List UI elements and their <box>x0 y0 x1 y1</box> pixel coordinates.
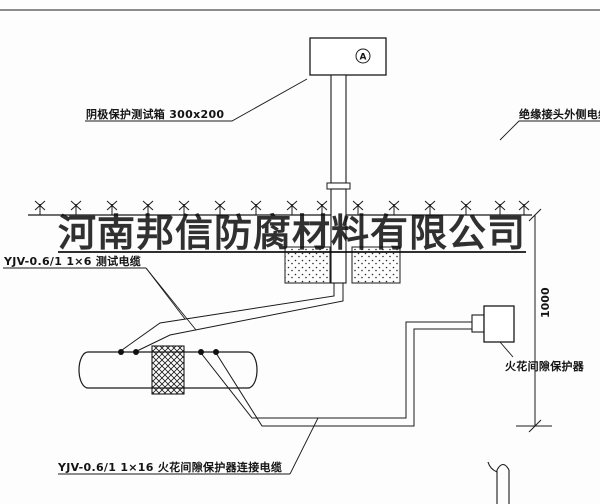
test-box-leader <box>85 78 308 122</box>
spark-gap-label-leader <box>499 341 514 358</box>
connection-cable-leader <box>289 417 319 475</box>
test-cable-1 <box>121 283 335 351</box>
concrete-block-right <box>351 246 401 284</box>
concrete-block-left <box>284 246 331 284</box>
label-test-box: 阴极保护测试箱 300x200 <box>86 108 225 121</box>
test-post-upper <box>330 74 347 184</box>
ammeter-circle <box>355 48 371 64</box>
ammeter-letter: A <box>360 53 367 63</box>
outer-cable-leader <box>499 120 600 141</box>
cable-terminals <box>118 349 219 355</box>
pipeline <box>78 345 258 395</box>
label-connection-cable: YJV-0.6/1 1×16 火花间隙保护器连接电缆 <box>58 461 283 474</box>
test-cable-leader-2 <box>145 267 197 331</box>
label-spark-gap-protector: 火花间隙保护器 <box>505 360 585 373</box>
protector-cable-1 <box>200 321 472 419</box>
watermark: 河南邦信防腐材料有限公司 <box>58 210 527 255</box>
test-cable-2 <box>136 283 344 352</box>
protector-cable-2 <box>215 328 472 427</box>
label-leaders <box>3 78 600 475</box>
label-test-cable: YJV-0.6/1 1×6 测试电缆 <box>4 255 142 268</box>
pipe-left-cap <box>78 351 89 389</box>
test-post-lower <box>330 188 347 284</box>
post-coupling <box>326 182 351 190</box>
spark-gap-protector <box>471 305 515 358</box>
insulating-joint-hatch <box>151 345 185 395</box>
pipe-right-cap <box>247 351 258 389</box>
label-outer-cable: 绝缘接头外侧电缆 <box>519 108 600 121</box>
test-box <box>309 37 387 76</box>
dimension-text: 1000 <box>539 287 552 318</box>
pipe-riser-symbol <box>487 461 510 504</box>
dimension-1000: 1000 <box>516 208 552 433</box>
